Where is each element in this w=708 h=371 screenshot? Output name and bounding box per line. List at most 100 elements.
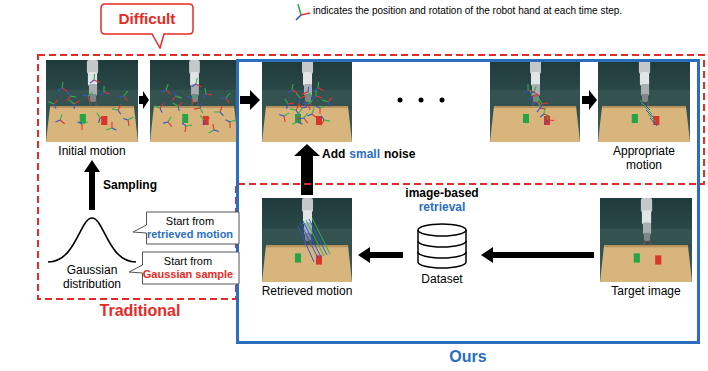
node-text: Appropriate motion	[596, 144, 692, 172]
drawing-use	[279, 111, 291, 123]
flow-arrow	[358, 247, 403, 263]
drawing-use	[111, 102, 123, 114]
drawing-polygon	[582, 90, 597, 110]
flow-arrow	[481, 247, 594, 263]
drawing-line	[312, 218, 330, 254]
flow-arrow	[84, 160, 100, 210]
node-text: Initial motion	[44, 144, 140, 158]
image-panel: Target image	[596, 196, 696, 302]
drawing-use	[294, 101, 307, 114]
pose-frames	[47, 73, 135, 132]
edge-label: Sampling	[102, 178, 158, 192]
node-text: Target image	[596, 284, 696, 298]
drawing-use	[123, 115, 135, 127]
node-text: retrieved motion	[146, 228, 234, 241]
drawing-use	[119, 90, 132, 103]
dashed-outline	[38, 55, 704, 299]
drawing-line	[303, 221, 321, 257]
node-text: Gaussian sample	[142, 268, 234, 281]
drawing-use	[47, 96, 60, 109]
drawing-use	[321, 94, 334, 107]
annotation-text: image-based	[392, 186, 492, 200]
drawing-use	[193, 103, 205, 115]
drawing-use	[312, 90, 323, 101]
callout-outline	[129, 252, 239, 284]
drawing-polygon	[294, 144, 320, 195]
drawing-line	[298, 226, 314, 262]
drawing-use	[540, 107, 551, 119]
node-text: Retrieved motion	[258, 284, 356, 298]
drawing-use	[262, 60, 352, 142]
arrow-shaft	[492, 252, 594, 258]
database-node: Dataset	[405, 220, 479, 290]
pose-frames	[279, 81, 334, 127]
drawing-use	[206, 123, 218, 135]
image-panel: Retrieved motion	[258, 196, 356, 302]
drawing-use	[90, 73, 101, 85]
legend-row: indicates the position and rotation of t…	[313, 5, 622, 17]
drawing-use	[307, 107, 320, 120]
arrow-head	[481, 247, 493, 263]
pose-frames	[153, 77, 237, 135]
annotation-text: Add	[322, 147, 345, 161]
drawing-path	[48, 218, 136, 262]
drawing-ellipse	[418, 224, 466, 236]
arrow-shaft	[89, 171, 95, 210]
drawing-use	[490, 60, 580, 142]
drawing-circle	[419, 98, 424, 103]
drawing-use	[192, 77, 204, 89]
drawing-use	[598, 60, 690, 142]
drawing-use	[187, 93, 199, 105]
drawing-use	[68, 96, 81, 109]
callout-box: Start fromGaussian sample	[126, 251, 240, 285]
drawing-use	[198, 112, 211, 125]
image-panel: Initial motion	[44, 58, 140, 158]
legend-text: indicates the position and rotation of t…	[313, 5, 622, 17]
drawing-use	[182, 123, 192, 132]
drawing-path	[418, 241, 466, 247]
drawing-use	[78, 120, 89, 131]
arrow-head	[358, 247, 370, 263]
drawing-line	[309, 219, 327, 255]
region-box: Ours Appropriate motionRetrieved motion Da…	[236, 59, 700, 369]
drawing-line	[644, 106, 652, 114]
drawing-line	[642, 102, 650, 110]
drawing-line	[298, 4, 301, 15]
drawing-use	[100, 86, 111, 97]
annotation-text: noise	[384, 147, 415, 161]
drawing-use	[95, 110, 107, 122]
drawing-use	[161, 83, 174, 96]
drawing-use	[83, 90, 96, 103]
drawing-polygon	[139, 91, 149, 109]
drawing-use	[203, 88, 212, 98]
drawing-line	[301, 13, 310, 15]
drawing-use	[529, 85, 542, 98]
arrow-head	[84, 160, 100, 172]
label-group: Addsmallnoise	[322, 147, 415, 161]
drawing-use	[314, 81, 325, 93]
trajectory	[640, 100, 657, 126]
drawing-use	[316, 104, 327, 115]
drawing-use	[64, 92, 76, 104]
drawing-use	[283, 96, 295, 108]
axis-icon	[296, 4, 310, 20]
drawing-use	[46, 60, 138, 142]
node-text: Ours	[236, 347, 700, 366]
database-symbol	[418, 224, 466, 268]
node-text: Start from	[142, 255, 234, 268]
drawing-use	[163, 115, 176, 128]
drawing-use	[288, 83, 300, 95]
drawing-use	[291, 115, 302, 126]
callout-outline	[101, 4, 193, 48]
drawing-path	[418, 252, 466, 258]
drawing-use	[301, 87, 314, 100]
drawing-use	[262, 198, 352, 282]
node-text: Gaussian distribution	[44, 263, 140, 291]
arrow-shaft	[369, 252, 403, 258]
drawing-circle	[398, 98, 403, 103]
drawing-use	[537, 96, 549, 108]
drawing-use	[105, 121, 116, 132]
trajectory	[298, 218, 330, 262]
drawing-line	[300, 222, 318, 258]
